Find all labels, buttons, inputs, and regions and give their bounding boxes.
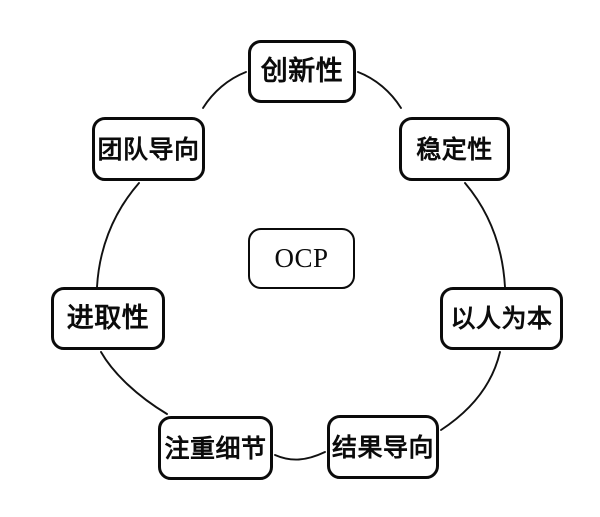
node-aggressiveness[interactable]: 进取性 <box>51 287 165 350</box>
connector-innovation-to-teamwork <box>202 71 247 109</box>
node-stability[interactable]: 稳定性 <box>399 117 510 181</box>
center-node-ocp[interactable]: OCP <box>248 228 355 289</box>
node-team-oriented-label: 团队导向 <box>97 134 200 164</box>
node-aggressiveness-label: 进取性 <box>66 303 150 334</box>
node-stability-label: 稳定性 <box>416 134 493 164</box>
node-results-oriented[interactable]: 结果导向 <box>327 415 439 479</box>
node-attention-to-detail-label: 注重细节 <box>164 433 267 463</box>
node-people-oriented-label: 以人为本 <box>450 304 553 333</box>
center-node-label: OCP <box>274 243 329 273</box>
connector-stability-to-people-oriented <box>464 182 506 288</box>
node-attention-to-detail[interactable]: 注重细节 <box>158 416 273 480</box>
connector-teamwork-to-aggressiveness <box>96 182 140 288</box>
node-results-oriented-label: 结果导向 <box>331 432 434 462</box>
connector-innovation-to-stability <box>357 71 402 109</box>
connector-detail-to-aggressiveness <box>100 351 168 415</box>
connector-people-oriented-to-results <box>440 351 501 431</box>
node-team-oriented[interactable]: 团队导向 <box>92 117 205 181</box>
node-innovation[interactable]: 创新性 <box>248 40 356 103</box>
connector-results-to-detail <box>274 451 326 461</box>
node-people-oriented[interactable]: 以人为本 <box>440 287 563 350</box>
node-innovation-label: 创新性 <box>260 56 344 87</box>
